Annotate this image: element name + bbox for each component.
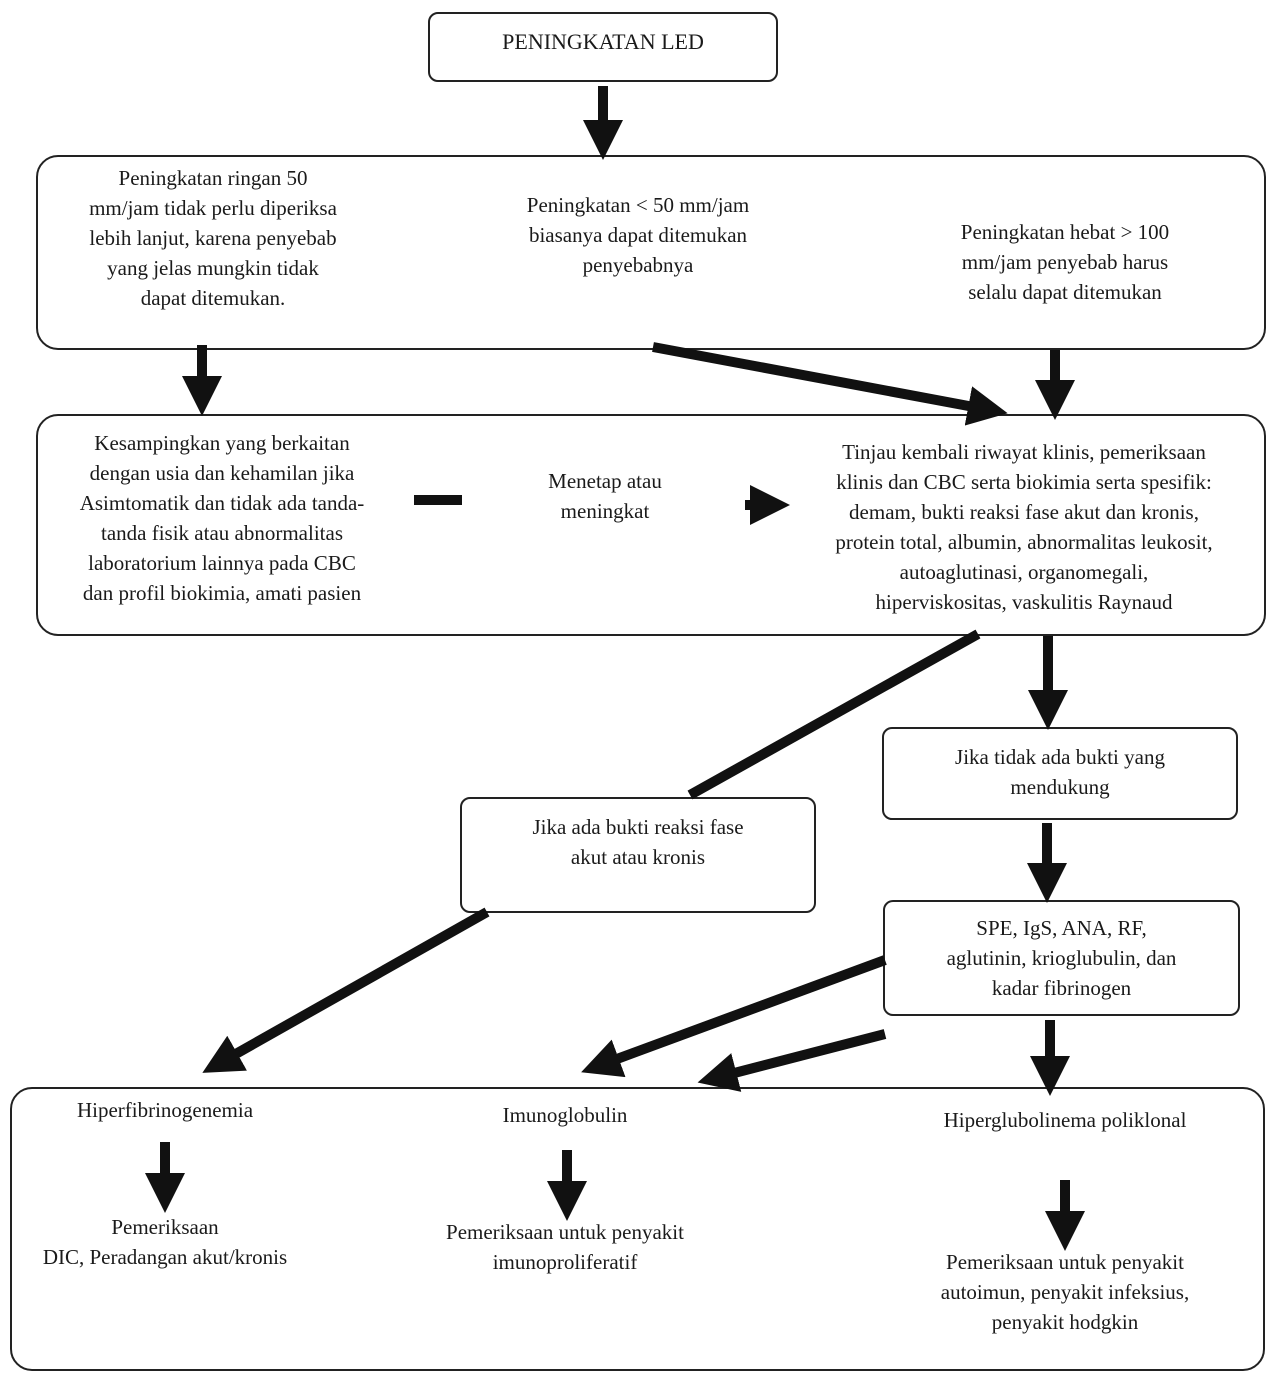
persist-or-increase-text: Menetap atau meningkat bbox=[548, 469, 662, 523]
severe-increase-text: Peningkatan hebat > 100 mm/jam penyebab … bbox=[960, 220, 1170, 304]
exclude-age-pregnancy-text: Kesampingkan yang berkaitan dengan usia … bbox=[79, 431, 365, 605]
immunoglobulin-heading: Imunoglobulin bbox=[502, 1103, 628, 1127]
connector-review-to-phase bbox=[687, 629, 981, 800]
polyclonal-heading: Hiperglubolinema poliklonal bbox=[943, 1108, 1187, 1132]
severity-box bbox=[36, 155, 1266, 350]
outcomes-box bbox=[10, 1087, 1265, 1371]
phase-evidence-box bbox=[460, 797, 816, 913]
polyclonal-exam: Pemeriksaan untuk penyakit autoimun, pen… bbox=[940, 1250, 1190, 1334]
phase-evidence-text: Jika ada bukti reaksi fase akut atau kro… bbox=[532, 815, 744, 869]
arrow-phase-to-hyperfibrinogenemia bbox=[202, 907, 490, 1073]
tests-text: SPE, IgS, ANA, RF, aglutinin, krioglubul… bbox=[946, 916, 1177, 1000]
hyperfibrinogenemia-heading: Hiperfibrinogenemia bbox=[76, 1098, 254, 1122]
moderate-increase-text: Peningkatan < 50 mm/jam biasanya dapat d… bbox=[526, 193, 750, 277]
arrow-tests-to-immunoglobulin bbox=[581, 955, 887, 1078]
arrow-tests-to-immunoglobulin-2 bbox=[697, 1029, 887, 1092]
no-evidence-text: Jika tidak ada bukti yang mendukung bbox=[955, 745, 1165, 799]
title-box bbox=[428, 12, 778, 82]
hyperfibrinogenemia-exam: Pemeriksaan DIC, Peradangan akut/kronis bbox=[42, 1215, 288, 1269]
evaluation-box bbox=[36, 414, 1266, 636]
mild-increase-text: Peningkatan ringan 50 mm/jam tidak perlu… bbox=[89, 166, 337, 310]
arrow-moderate-to-review bbox=[652, 342, 1008, 426]
title-text: PENINGKATAN LED bbox=[502, 29, 704, 54]
clinical-review-text: Tinjau kembali riwayat klinis, pemeriksa… bbox=[835, 440, 1213, 614]
immunoglobulin-exam: Pemeriksaan untuk penyakit imunoprolifer… bbox=[446, 1220, 684, 1274]
